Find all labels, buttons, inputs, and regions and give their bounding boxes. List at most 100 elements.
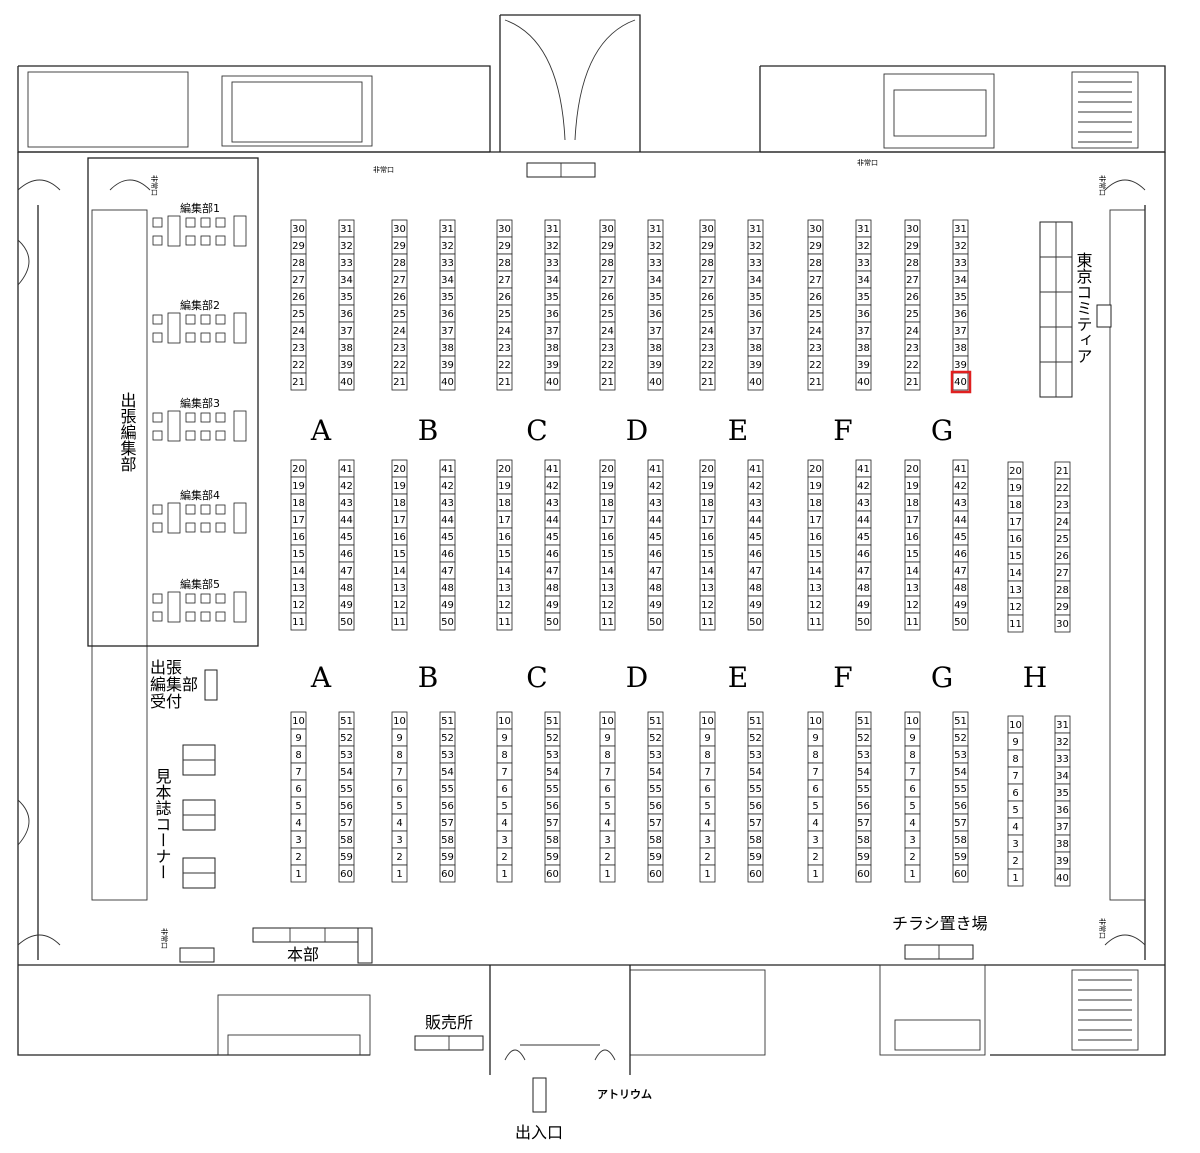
booth-F-11[interactable] [807, 612, 824, 631]
booth-A-50[interactable] [338, 612, 355, 631]
booth-number: 18 [292, 498, 305, 509]
booth-A-11[interactable] [290, 612, 307, 631]
desk [200, 593, 211, 604]
desk [167, 591, 181, 623]
booth-E-1[interactable] [699, 864, 716, 883]
row-letter-E: E [728, 414, 748, 447]
editorial-office-label: 編集部5 [180, 577, 220, 591]
booth-number: 17 [393, 515, 406, 526]
booth-number: 58 [546, 835, 559, 846]
booth-G-50[interactable] [952, 612, 969, 631]
booth-number: 13 [601, 583, 614, 594]
desk [152, 504, 163, 515]
booth-number: 29 [809, 241, 822, 252]
booth-A-21[interactable] [290, 372, 307, 391]
booth-C-1[interactable] [496, 864, 513, 883]
booth-F-60[interactable] [855, 864, 872, 883]
booth-B-11[interactable] [391, 612, 408, 631]
booth-D-21[interactable] [599, 372, 616, 391]
booth-B-50[interactable] [439, 612, 456, 631]
booth-number: 48 [749, 583, 762, 594]
booth-E-11[interactable] [699, 612, 716, 631]
booth-number: 46 [857, 549, 870, 560]
booth-E-60[interactable] [747, 864, 764, 883]
booth-D-1[interactable] [599, 864, 616, 883]
booth-number: 31 [441, 224, 454, 235]
booth-number: 60 [857, 869, 870, 880]
booth-E-50[interactable] [747, 612, 764, 631]
booth-number: 39 [340, 360, 353, 371]
booth-number: 39 [749, 360, 762, 371]
booth-B-1[interactable] [391, 864, 408, 883]
booth-A-60[interactable] [338, 864, 355, 883]
booth-C-60[interactable] [544, 864, 561, 883]
booth-number: 28 [393, 258, 406, 269]
booth-number: 15 [1009, 551, 1022, 562]
booth-number: 37 [441, 326, 454, 337]
booth-number: 3 [704, 835, 710, 846]
booth-number: 49 [546, 600, 559, 611]
booth-number: 27 [701, 275, 714, 286]
booth-number: 25 [292, 309, 305, 320]
booth-C-11[interactable] [496, 612, 513, 631]
booth-number: 2 [1012, 856, 1018, 867]
booth-F-50[interactable] [855, 612, 872, 631]
booth-G-11[interactable] [904, 612, 921, 631]
booth-C-50[interactable] [544, 612, 561, 631]
booth-number: 7 [909, 767, 915, 778]
booth-number: 6 [295, 784, 301, 795]
booth-D-50[interactable] [647, 612, 664, 631]
booth-H-1[interactable] [1007, 868, 1024, 887]
booth-D-11[interactable] [599, 612, 616, 631]
desk [185, 504, 196, 515]
booth-G-1[interactable] [904, 864, 921, 883]
booth-number: 55 [857, 784, 870, 795]
booth-number: 18 [701, 498, 714, 509]
booth-number: 60 [649, 869, 662, 880]
booth-number: 13 [498, 583, 511, 594]
booth-number: 50 [340, 617, 353, 628]
booth-B-40[interactable] [439, 372, 456, 391]
booth-number: 10 [906, 716, 919, 727]
booth-number: 11 [292, 617, 305, 628]
booth-number: 33 [340, 258, 353, 269]
booth-F-40[interactable] [855, 372, 872, 391]
booth-number: 8 [396, 750, 402, 761]
booth-number: 41 [441, 464, 454, 475]
booth-number: 28 [292, 258, 305, 269]
booth-C-40[interactable] [544, 372, 561, 391]
booth-B-60[interactable] [439, 864, 456, 883]
booth-E-40[interactable] [747, 372, 764, 391]
booth-H-11[interactable] [1007, 614, 1024, 633]
booth-F-21[interactable] [807, 372, 824, 391]
booth-number: 21 [1056, 466, 1069, 477]
booth-F-1[interactable] [807, 864, 824, 883]
booth-H-30[interactable] [1054, 614, 1071, 633]
booth-number: 32 [649, 241, 662, 252]
booth-D-40[interactable] [647, 372, 664, 391]
booth-A-40[interactable] [338, 372, 355, 391]
booth-C-21[interactable] [496, 372, 513, 391]
booth-number: 35 [649, 292, 662, 303]
booth-number: 1 [812, 869, 818, 880]
booth-number: 28 [701, 258, 714, 269]
booth-number: 48 [340, 583, 353, 594]
booth-G-21[interactable] [904, 372, 921, 391]
booth-A-1[interactable] [290, 864, 307, 883]
booth-number: 21 [809, 377, 822, 388]
booth-number: 26 [393, 292, 406, 303]
booth-number: 19 [906, 481, 919, 492]
booth-number: 59 [546, 852, 559, 863]
booth-E-21[interactable] [699, 372, 716, 391]
booth-number: 8 [1012, 754, 1018, 765]
booth-B-21[interactable] [391, 372, 408, 391]
booth-H-40[interactable] [1054, 868, 1071, 887]
booth-number: 34 [857, 275, 870, 286]
booth-G-60[interactable] [952, 864, 969, 883]
desk [167, 312, 181, 344]
booth-number: 57 [954, 818, 967, 829]
booth-number: 59 [441, 852, 454, 863]
booth-number: 13 [1009, 585, 1022, 596]
booth-number: 1 [604, 869, 610, 880]
booth-D-60[interactable] [647, 864, 664, 883]
